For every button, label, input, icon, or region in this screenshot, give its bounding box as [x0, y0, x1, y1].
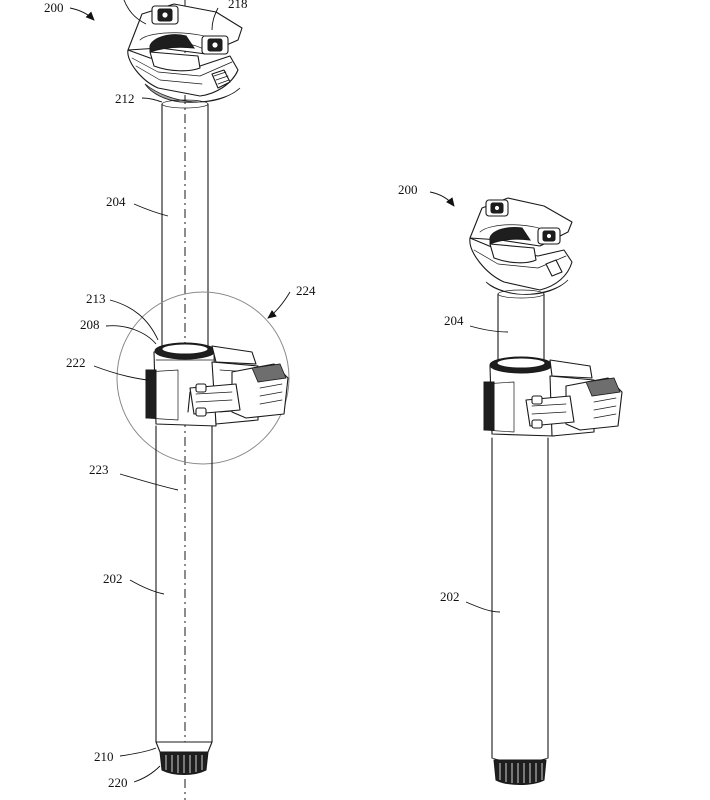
- right-seatpost-view: 200 204 202: [398, 182, 623, 785]
- ref-label-208: 208: [80, 317, 100, 332]
- upper-tube: [161, 99, 209, 349]
- ref-label-213: 213: [86, 291, 106, 306]
- left-reference-numerals: 200 218 212 204 224 213 208 222 223 202 …: [44, 0, 316, 790]
- clamp-bolt-rear: [201, 35, 229, 55]
- lower-tube: [155, 425, 213, 747]
- ref-label-200: 200: [44, 0, 64, 15]
- ref-label-212: 212: [115, 91, 135, 106]
- right-upper-tube: [497, 289, 545, 363]
- ref-label-204: 204: [106, 194, 126, 209]
- right-actuator-lever: [525, 377, 623, 431]
- bottom-cap: [155, 741, 213, 775]
- ref-label-210: 210: [94, 749, 114, 764]
- right-clamp-bolt-rear: [537, 227, 561, 245]
- right-clamp-bolt-front: [485, 199, 509, 217]
- left-leader-lines: [69, 0, 291, 783]
- ref-label-202-right: 202: [440, 589, 460, 604]
- ref-label-224: 224: [296, 283, 316, 298]
- right-saddle-clamp-head: [469, 197, 573, 295]
- ref-label-220: 220: [108, 775, 128, 790]
- actuator-lever: [187, 363, 289, 419]
- saddle-clamp-head: [127, 3, 243, 103]
- ref-label-218: 218: [228, 0, 248, 11]
- clamp-bolt-front: [151, 5, 179, 25]
- right-leader-lines: [429, 191, 509, 613]
- right-lower-tube: [491, 437, 549, 763]
- right-bottom-cap: [493, 759, 547, 785]
- ref-label-200-right: 200: [398, 182, 418, 197]
- detail-circle: [116, 291, 290, 465]
- right-reference-numerals: 200 204 202: [398, 182, 464, 604]
- ref-label-202: 202: [103, 571, 123, 586]
- ref-label-223: 223: [89, 462, 109, 477]
- ref-label-204-right: 204: [444, 313, 464, 328]
- left-seatpost-view: 200 218 212 204 224 213 208 222 223 202 …: [44, 0, 316, 800]
- ref-label-222: 222: [66, 355, 86, 370]
